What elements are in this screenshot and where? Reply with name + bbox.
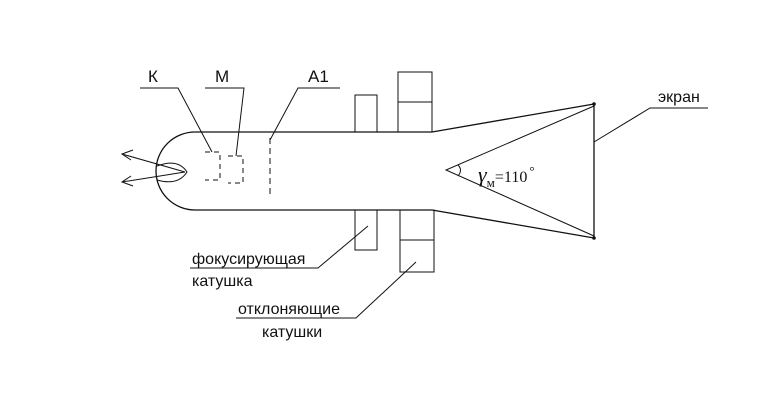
deflect-coil-leader — [236, 261, 417, 319]
modulator-label: М — [215, 67, 229, 86]
deflect-coil-bottom — [399, 209, 435, 273]
deflect-coil-top — [397, 71, 433, 133]
screen-label: экран — [658, 89, 700, 106]
anode-label: А1 — [308, 67, 329, 86]
beam-arrows — [120, 149, 186, 187]
cathode-electrode — [205, 151, 221, 181]
angle-arc — [457, 164, 461, 177]
focus-coil-top — [354, 94, 378, 133]
focus-coil-label-line2: катушка — [192, 273, 253, 290]
cathode-label: К — [148, 67, 158, 86]
angle-label: γм=110° — [478, 162, 535, 190]
focus-coil-label-line1: фокусирующая — [192, 251, 305, 268]
cathode-leader — [140, 87, 213, 153]
tube-bulb — [431, 103, 595, 239]
deflection-angle — [444, 105, 595, 237]
modulator-electrode — [228, 155, 244, 184]
screen-leader — [593, 107, 708, 143]
deflect-coil-label-line1: отклоняющие — [238, 301, 340, 318]
focus-coil-bottom — [354, 209, 378, 251]
focus-coil-leader — [190, 225, 369, 269]
modulator-leader — [205, 87, 245, 157]
deflect-coil-label-line2: катушки — [262, 324, 322, 341]
tube-neck — [155, 131, 432, 211]
anode-leader — [269, 87, 340, 141]
gun-rear-curve — [156, 162, 188, 183]
